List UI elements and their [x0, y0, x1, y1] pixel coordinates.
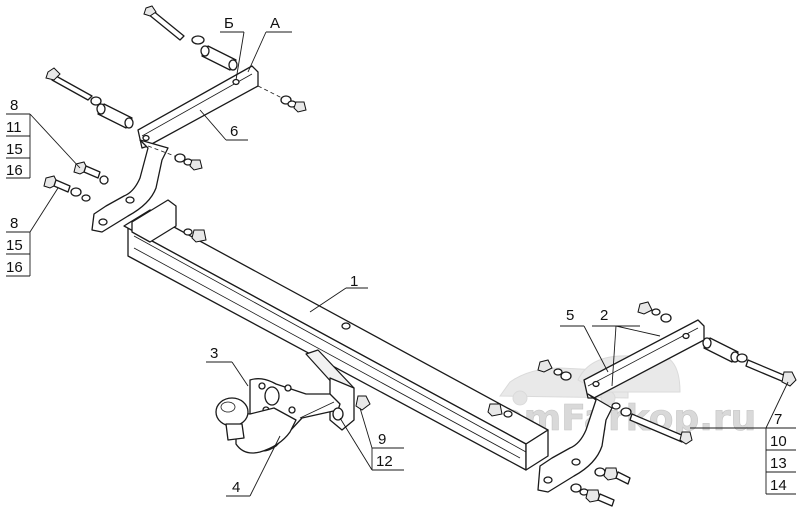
right-upper-bolt [745, 359, 797, 387]
crossbar-right-nut [487, 403, 513, 418]
left-middle-bolt [45, 67, 102, 106]
callout-6: 6 [230, 123, 238, 140]
callout-left-upper-3: 16 [6, 162, 23, 179]
callout-3: 3 [210, 345, 218, 362]
callout-1: 1 [350, 273, 358, 290]
right-upper-spacer [702, 337, 748, 363]
callout-left-upper-1: 11 [6, 119, 22, 136]
left-lower-nut-set [147, 145, 203, 171]
left-upper-bolt [143, 5, 205, 45]
mount-bolts [332, 322, 371, 421]
callout-right-3: 14 [770, 477, 787, 494]
callout-left-lower-2: 16 [6, 259, 23, 276]
right-side-bolt-set [537, 359, 572, 381]
left-side-bolt-upper [73, 161, 109, 185]
callout-left-lower-0: 8 [10, 215, 18, 232]
callout-left-upper-2: 15 [6, 141, 23, 158]
callout-labels: 1 2 3 4 5 6 А Б 8 11 15 16 8 15 16 7 10 … [6, 15, 787, 496]
left-side-bracket [91, 65, 259, 243]
left-side-bolt-lower [43, 175, 91, 202]
callout-right-2: 13 [770, 455, 787, 472]
callout-bottom-1: 12 [376, 453, 393, 470]
right-upper-nut-set [637, 301, 672, 323]
crossbar-left-nut [183, 228, 207, 243]
right-lower-bolt [611, 402, 693, 445]
right-bracket-lower-nuts [570, 467, 631, 507]
callout-right-0: 7 [774, 411, 782, 428]
crossbar-tube [123, 209, 549, 471]
callout-bottom-0: 9 [378, 431, 386, 448]
callout-right-1: 10 [770, 433, 787, 450]
callout-b: Б [224, 15, 234, 32]
callout-4: 4 [232, 479, 240, 496]
callout-left-lower-1: 15 [6, 237, 23, 254]
leader-lines [6, 31, 796, 497]
tow-ball [215, 397, 249, 441]
callout-a: А [270, 15, 280, 32]
left-upper-spacer [200, 45, 238, 71]
callout-left-upper-0: 8 [10, 97, 18, 114]
callout-5: 5 [566, 307, 574, 324]
left-middle-spacer [96, 103, 134, 129]
left-upper-nut-set [257, 85, 307, 113]
callout-2: 2 [600, 307, 608, 324]
